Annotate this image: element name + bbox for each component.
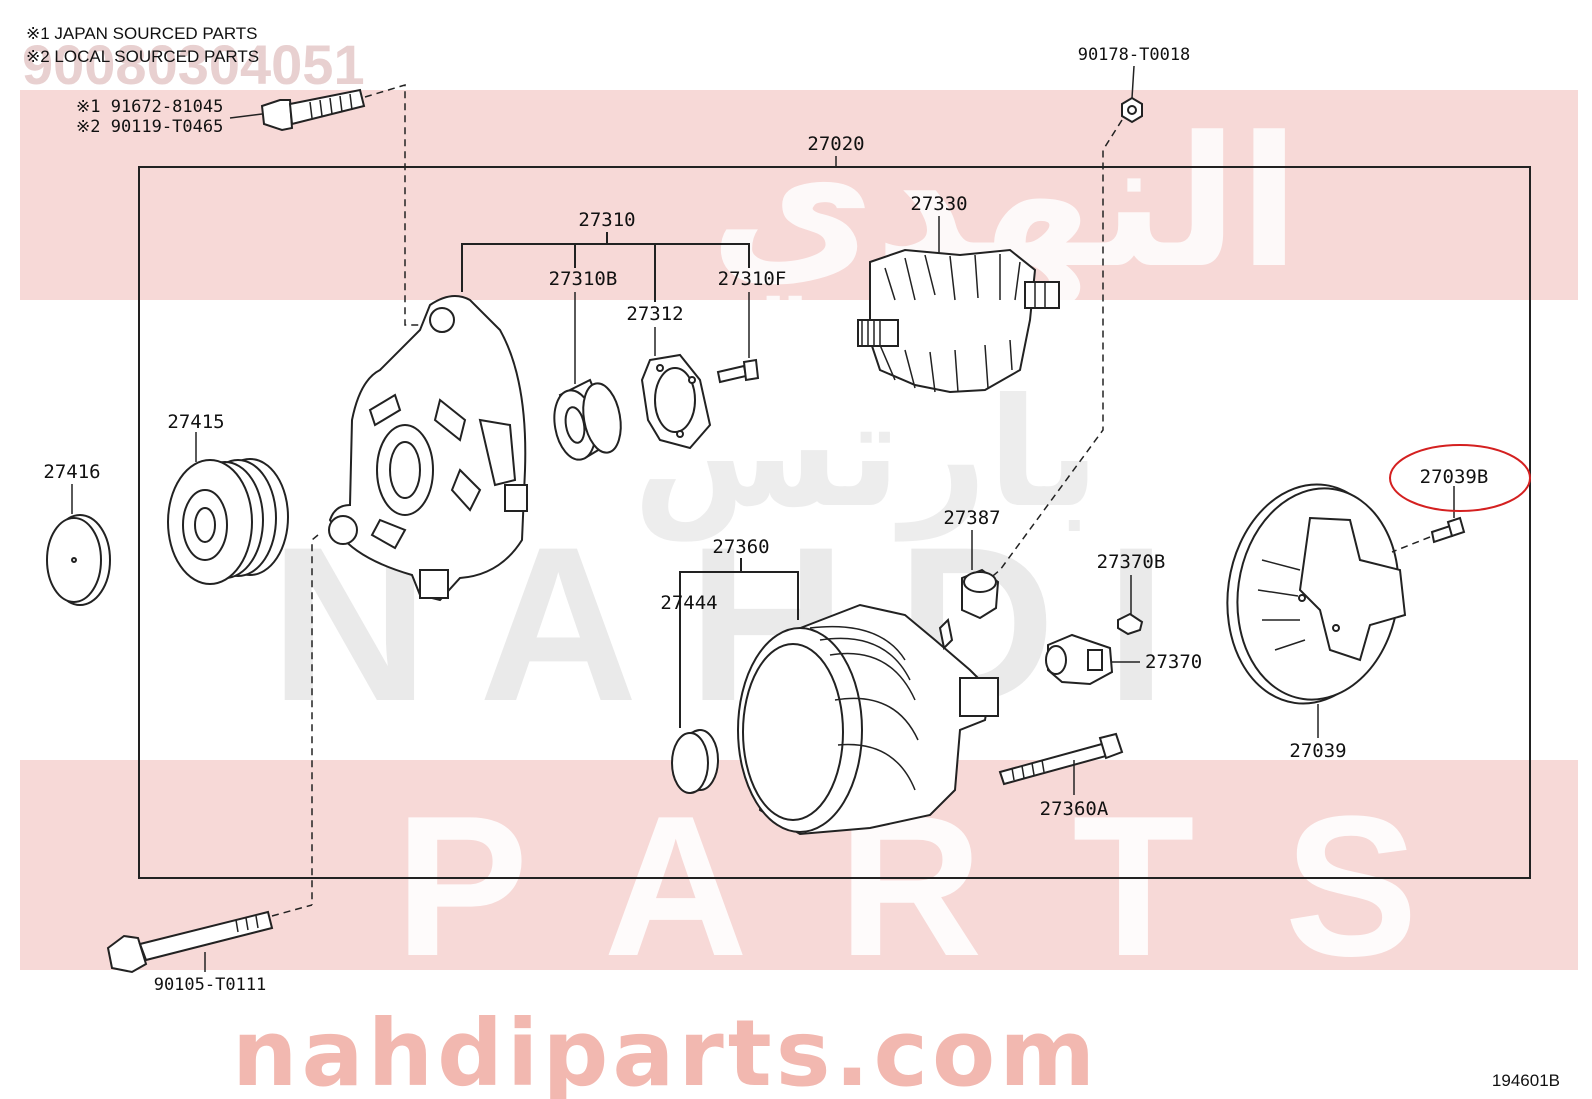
- bearing: [553, 378, 622, 461]
- watermark-parts: PARTS: [395, 775, 1508, 998]
- label-brush-holder: 27387: [943, 507, 1000, 529]
- label-regulator: 27370: [1145, 651, 1202, 673]
- label-bearing: 27310B: [549, 268, 618, 290]
- label-nut-top: 90178-T0018: [1078, 45, 1191, 65]
- note-japan: ※1 JAPAN SOURCED PARTS: [26, 24, 258, 43]
- label-through-bolt: 27360A: [1040, 798, 1109, 820]
- regulator: [1045, 633, 1140, 686]
- rear-cover: [1226, 483, 1407, 738]
- brush-holder: [961, 530, 1000, 620]
- pulley-cap: [46, 484, 111, 606]
- stator-frame: [737, 603, 999, 836]
- top-nut: [987, 65, 1143, 581]
- top-bolt: [229, 83, 432, 326]
- label-bushing: 27444: [660, 592, 717, 614]
- diagram-id: 194601B: [1492, 1071, 1560, 1090]
- label-screw-f: 27310F: [718, 268, 787, 290]
- note-local: ※2 LOCAL SOURCED PARTS: [26, 47, 259, 66]
- pulley: [167, 432, 289, 585]
- rotor: [857, 216, 1060, 394]
- watermark-arabic-mid: بارتس: [633, 367, 1100, 542]
- label-bolt-top-1: ※1 91672-81045: [76, 97, 223, 117]
- label-frame-set: 27310: [578, 209, 635, 231]
- retainer-plate: [640, 353, 712, 450]
- label-cover-screw: 27039B: [1420, 466, 1489, 488]
- label-stator-frame: 27360: [712, 536, 769, 558]
- assembly-frame: [138, 166, 1531, 879]
- screw-f: [716, 358, 760, 384]
- highlight-circle: [1389, 444, 1531, 512]
- bushing: [671, 729, 719, 794]
- through-bolt: [998, 732, 1124, 795]
- watermark-url: nahdiparts.com: [232, 1000, 1099, 1099]
- watermark-part-number: 90080304051: [22, 33, 365, 96]
- label-assembly: 27020: [807, 133, 864, 155]
- label-rear-cover: 27039: [1289, 740, 1346, 762]
- regulator-screw: [1117, 575, 1144, 636]
- label-regulator-screw: 27370B: [1097, 551, 1166, 573]
- label-rotor: 27330: [910, 193, 967, 215]
- label-bolt-top-2: ※2 90119-T0465: [76, 117, 223, 137]
- label-bolt-bottom: 90105-T0111: [154, 975, 267, 995]
- label-pulley: 27415: [167, 411, 224, 433]
- label-pulley-cap: 27416: [43, 461, 100, 483]
- cover-screw: [1391, 486, 1466, 553]
- drive-end-frame: [311, 295, 528, 905]
- watermark: 90080304051 النهدي بارتس NAHDI PARTS nah…: [20, 33, 1578, 1099]
- label-retainer: 27312: [626, 303, 683, 325]
- bottom-bolt: [106, 904, 313, 974]
